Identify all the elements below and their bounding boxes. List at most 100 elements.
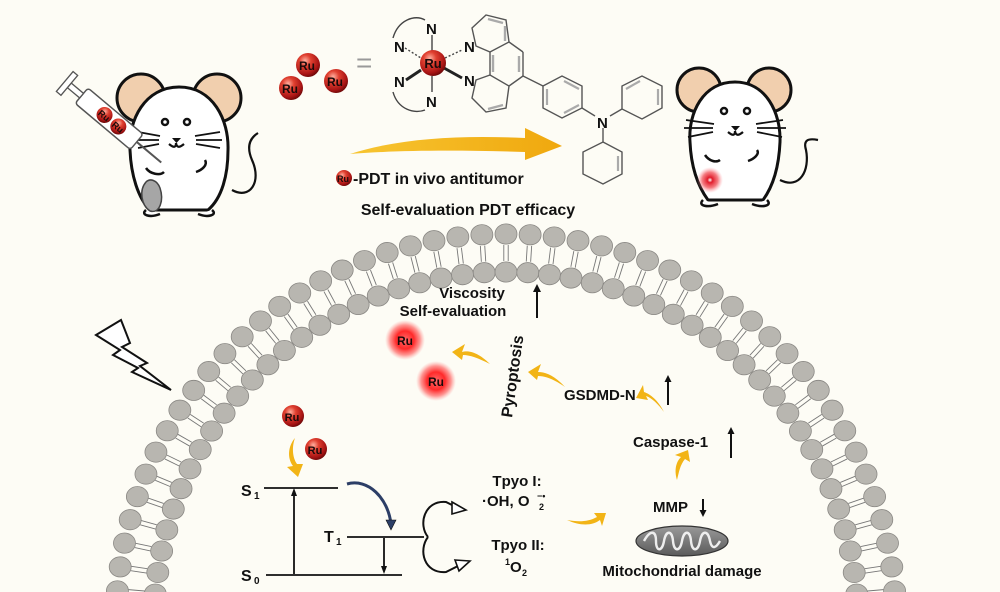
lipid-tail [676, 289, 685, 304]
ru-sphere-icon [336, 170, 352, 186]
lipid-head-outer [518, 224, 542, 246]
lipid-tail [752, 346, 765, 359]
lipid-head-inner [845, 583, 868, 592]
lipid-head-outer [700, 282, 724, 304]
lipid-head-inner [150, 540, 174, 562]
right-mouse-treated [675, 66, 819, 208]
lipid-tail [855, 520, 871, 526]
svg-text:Ru: Ru [327, 75, 343, 89]
lipid-tail [574, 251, 579, 268]
arrow-ru-to-s1 [287, 438, 303, 477]
svg-text:N: N [394, 74, 405, 91]
lipid-tail [618, 263, 624, 280]
lipid-head-inner [762, 385, 786, 407]
lipid-tail [134, 547, 151, 552]
pdt-in-vivo-label: -PDT in vivo antitumor [353, 171, 524, 188]
lipid-tail [530, 245, 533, 262]
lipid-tail [552, 248, 556, 265]
lipid-head-outer [876, 532, 899, 554]
lipid-tail [808, 413, 823, 424]
lipid-head-outer [108, 556, 132, 578]
svg-text:Ru: Ru [424, 56, 441, 71]
lipid-tail [849, 501, 866, 508]
lipid-tail [822, 437, 837, 447]
lipid-head-outer [422, 230, 446, 252]
t1-subscript: 1 [336, 537, 342, 548]
lipid-tail [156, 475, 172, 483]
caspase-1-label: Caspase-1 [633, 434, 708, 451]
lipid-tail [867, 589, 884, 592]
type-i-title: Tpyo I: [492, 473, 541, 490]
lipid-tail [303, 303, 313, 318]
lipid-head-outer [446, 226, 470, 248]
lipid-tail [218, 376, 232, 388]
jablonski-diagram: Ru Ru S 1 T 1 S 0 [241, 405, 472, 587]
lipid-tail [820, 433, 835, 443]
viscosity-label: Viscosity [439, 285, 505, 302]
lipid-head-outer [288, 282, 312, 304]
gsdmd-n-label: GSDMD-N [564, 387, 636, 404]
lipid-head-inner [308, 314, 332, 336]
lipid-head-inner [144, 583, 167, 592]
lipid-head-inner [169, 478, 193, 500]
lipid-head-inner [698, 326, 722, 348]
lipid-head-inner [178, 458, 202, 480]
lipid-head-inner [494, 261, 518, 283]
lipid-tail [283, 316, 294, 330]
arrow-to-mito [567, 513, 606, 526]
lipid-head-outer [844, 441, 868, 463]
lipid-tail [765, 359, 778, 372]
lipid-head-inner [788, 420, 812, 442]
lipid-tail [175, 437, 190, 447]
lipid-tail [323, 291, 332, 306]
lipid-head-inner [661, 303, 685, 325]
ru-sphere-icon: Ru [282, 405, 304, 427]
lipid-tail [865, 570, 882, 574]
lipid-head-outer [197, 361, 221, 383]
self-evaluation-subtitle: Self-evaluation PDT efficacy [361, 202, 575, 219]
lipid-tail [148, 497, 164, 504]
lipid-tail [392, 262, 398, 278]
lipid-head-outer [353, 250, 376, 272]
svg-text:N: N [464, 39, 475, 56]
s1-subscript: 1 [254, 491, 260, 502]
lipid-head-inner [622, 285, 646, 307]
lipid-head-inner [366, 285, 390, 307]
arrow-to-gsdmd [636, 385, 664, 412]
type-ii-species: O [510, 559, 522, 576]
lipid-tail [861, 547, 878, 552]
lipid-head-inner [346, 294, 370, 316]
ru-sphere-icon: Ru [279, 76, 303, 100]
syringe-icon: Ru Ru [55, 70, 162, 164]
lipid-tail [327, 289, 336, 304]
lipid-head-outer [249, 310, 272, 332]
lipid-tail [433, 251, 438, 268]
lipid-head-inner [732, 354, 756, 376]
cell-membrane-bilayer [106, 223, 906, 592]
lipid-tail [189, 413, 204, 424]
lipid-tail [479, 245, 482, 262]
svg-text:N: N [597, 115, 608, 132]
s0-label: S [241, 568, 252, 585]
type-i-ros: Tpyo I: ·OH, O 2 −• [482, 473, 545, 512]
lipid-tail [215, 379, 229, 392]
lipid-head-inner [642, 294, 666, 316]
svg-text:N: N [426, 21, 437, 38]
self-evaluation-label: Self-evaluation [400, 303, 507, 320]
lipid-tail [140, 524, 156, 530]
lipid-tail [130, 570, 147, 574]
lipid-tail [592, 255, 598, 272]
lipid-head-inner [451, 264, 474, 286]
lipid-head-inner [226, 385, 250, 407]
lipid-tail [388, 263, 394, 280]
lipid-tail [830, 454, 846, 463]
lipid-head-outer [806, 379, 830, 401]
type-ii-title: Tpyo II: [491, 537, 544, 554]
mmp-down-arrow-icon [699, 499, 707, 517]
emission-arrow-icon [381, 566, 387, 574]
lipid-tail [614, 262, 620, 278]
lipid-tail [639, 271, 647, 287]
svg-text:Ru: Ru [397, 334, 413, 348]
lipid-head-inner [387, 278, 411, 300]
